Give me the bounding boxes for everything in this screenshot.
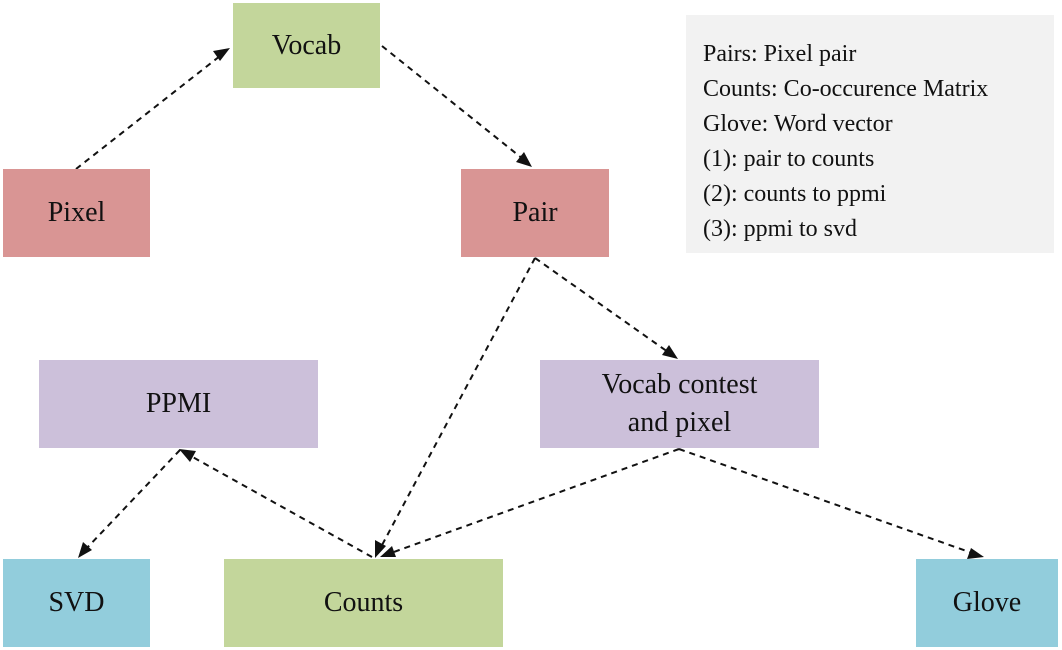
edge-vocab-to-pair (381, 45, 532, 167)
node-svd-label: SVD (48, 587, 105, 618)
legend-item: Glove: Word vector (703, 111, 893, 137)
legend-item: Counts: Co-occurence Matrix (703, 76, 989, 102)
legend-item: (3): ppmi to svd (703, 216, 857, 242)
node-svd: SVD (3, 559, 150, 647)
node-vocab-contest-pixel-label-line-1: Vocab contest (601, 369, 758, 400)
node-vocab-label: Vocab (271, 29, 342, 61)
edge-vocab-contest-to-counts (380, 448, 680, 557)
node-vocab-contest-pixel: Vocab contest and pixel (540, 360, 819, 448)
node-glove: Glove (916, 559, 1058, 647)
node-pair-label: Pair (512, 197, 558, 228)
node-pair: Pair (461, 169, 609, 257)
node-counts-label: Counts (323, 587, 404, 618)
node-vocab-contest-pixel-label-line-2: and pixel (627, 407, 732, 438)
node-pixel: Pixel (3, 169, 150, 257)
legend-item: (2): counts to ppmi (703, 181, 887, 207)
node-glove-label: Glove (952, 587, 1022, 618)
edge-pixel-to-vocab (75, 48, 230, 170)
node-pixel-label: Pixel (47, 197, 106, 228)
edge-pair-to-counts (375, 257, 536, 558)
node-counts: Counts (224, 559, 503, 647)
node-ppmi-label: PPMI (145, 388, 212, 419)
legend-item: (1): pair to counts (703, 146, 875, 172)
edge-counts-to-ppmi (179, 449, 373, 558)
edge-ppmi-to-svd (78, 449, 181, 558)
node-vocab: Vocab (233, 3, 380, 88)
legend-item: Pairs: Pixel pair (703, 41, 857, 67)
node-ppmi: PPMI (39, 360, 318, 448)
edge-pair-to-vocab-contest (534, 257, 678, 359)
legend-box: Pairs: Pixel pair Counts: Co-occurence M… (686, 15, 1054, 253)
edge-vocab-contest-to-glove (678, 448, 984, 559)
